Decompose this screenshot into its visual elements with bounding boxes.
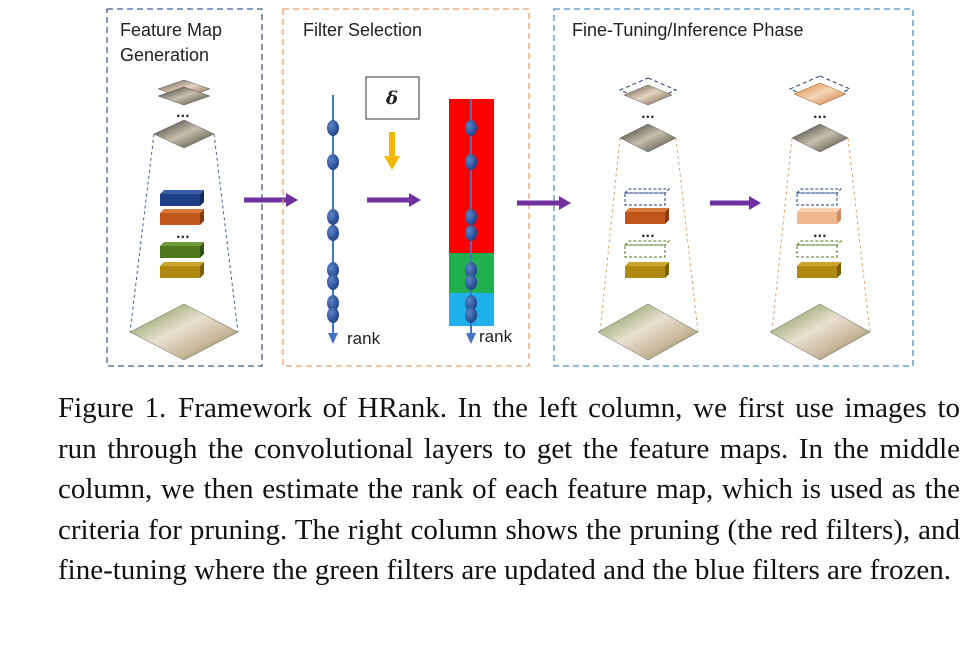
pruned-fm-ellipsis: ... bbox=[641, 107, 655, 121]
fine-tuned-network: ... ... bbox=[769, 75, 871, 361]
middle-panel: Filter Selection rank δ bbox=[282, 8, 530, 367]
rank-label-unsorted: rank bbox=[347, 329, 381, 348]
right-panel-title: Fine-Tuning/Inference Phase bbox=[572, 20, 803, 40]
pruned-filter-ellipsis: ... bbox=[641, 226, 655, 240]
left-panel-border bbox=[106, 8, 263, 367]
delta-down-arrow bbox=[384, 132, 400, 170]
arrow-fine-tune bbox=[710, 196, 761, 210]
rank-beads-sorted bbox=[465, 120, 477, 323]
right-panel-border bbox=[553, 8, 914, 367]
figure-number: Figure 1. bbox=[58, 392, 167, 424]
figure-caption: Figure 1.Framework of HRank. In the left… bbox=[58, 388, 960, 591]
finetuned-filter-ellipsis: ... bbox=[813, 226, 827, 240]
pruned-network: ... ... bbox=[597, 77, 699, 361]
rank-label-sorted: rank bbox=[479, 327, 513, 346]
filter-block-blue bbox=[160, 190, 204, 206]
left-panel: Feature Map Generation ... ... bbox=[106, 8, 263, 367]
figure-caption-text: Framework of HRank. In the left column, … bbox=[58, 392, 960, 586]
filter-block-orange bbox=[160, 209, 204, 225]
arrow-left-to-middle bbox=[244, 193, 298, 207]
arrow-to-sorted-filters bbox=[367, 193, 421, 207]
rank-beads-unsorted bbox=[327, 120, 339, 323]
left-panel-title-line1: Feature Map bbox=[120, 20, 222, 40]
finetuned-fm-ellipsis: ... bbox=[813, 107, 827, 121]
filter-ellipsis: ... bbox=[176, 227, 190, 241]
feature-map-stack: ... bbox=[153, 79, 215, 149]
arrow-middle-to-right bbox=[517, 196, 571, 210]
delta-threshold-box: δ bbox=[365, 76, 420, 120]
conv-filter-stack: ... bbox=[160, 190, 204, 278]
filter-block-green bbox=[160, 242, 204, 258]
left-panel-title-line2: Generation bbox=[120, 45, 209, 65]
rank-axis-sorted bbox=[465, 99, 477, 344]
feature-map-ellipsis: ... bbox=[176, 106, 190, 120]
rank-axis-unsorted bbox=[327, 95, 339, 344]
middle-panel-border bbox=[282, 8, 530, 367]
delta-symbol: δ bbox=[385, 88, 398, 109]
input-image bbox=[129, 303, 239, 361]
hrank-framework-diagram: Feature Map Generation ... ... bbox=[106, 8, 914, 367]
filter-block-gold bbox=[160, 262, 204, 278]
right-panel: Fine-Tuning/Inference Phase ... ... bbox=[553, 8, 914, 367]
middle-panel-title: Filter Selection bbox=[303, 20, 422, 40]
